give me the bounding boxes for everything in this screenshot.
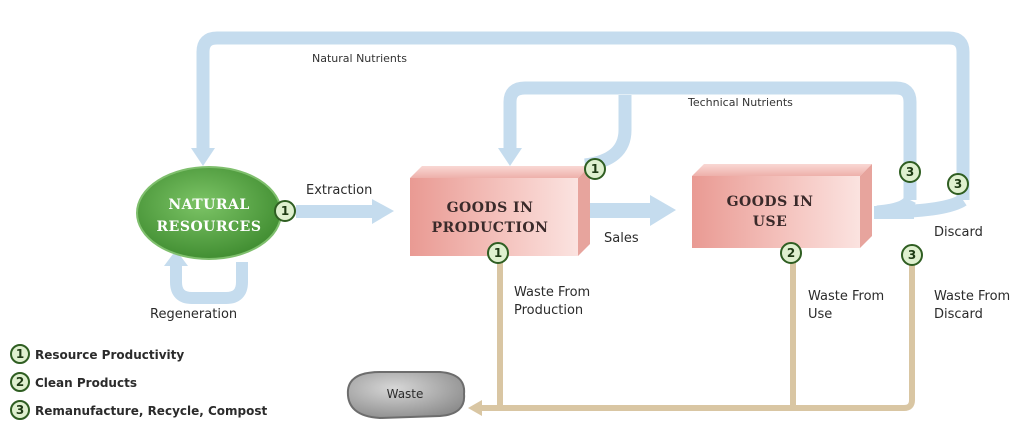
sales-arrow	[590, 195, 676, 226]
badge-production-waste-num: 1	[494, 246, 502, 260]
technical-nutrients-label: Technical Nutrients	[687, 96, 793, 109]
goods-in-production-line2: PRODUCTION	[432, 220, 549, 236]
legend-item: 2 Clean Products	[10, 372, 137, 392]
waste-from-discard-line1: Waste From	[934, 289, 1010, 304]
natural-resources-node: NATURAL RESOURCES	[136, 166, 282, 260]
badge-discard-technical: 3	[899, 161, 921, 183]
waste-node: Waste	[346, 371, 466, 420]
natural-nutrients-arrowhead	[191, 148, 215, 166]
sales-label: Sales	[604, 231, 639, 246]
natural-resources-line2: RESOURCES	[157, 219, 262, 235]
legend-num: 1	[16, 347, 24, 361]
technical-loop-arrowhead	[498, 148, 522, 166]
legend-text: Clean Products	[35, 376, 137, 390]
waste-from-production-line1: Waste From	[514, 285, 590, 300]
badge-extraction-num: 1	[281, 204, 289, 218]
badge-discard-natural: 3	[947, 173, 969, 195]
legend-num: 2	[16, 375, 24, 389]
goods-in-use-node: GOODS IN USE	[692, 164, 872, 248]
legend-text: Remanufacture, Recycle, Compost	[35, 404, 268, 418]
goods-in-use-line1: GOODS IN	[727, 194, 814, 210]
waste-flows	[468, 262, 915, 416]
natural-nutrients-label: Natural Nutrients	[312, 52, 407, 65]
goods-in-production-node: GOODS IN PRODUCTION	[410, 166, 590, 256]
regeneration-label: Regeneration	[150, 307, 237, 322]
badge-discard-natural-num: 3	[954, 177, 962, 191]
discard-label: Discard	[934, 225, 983, 240]
badge-use-waste: 2	[780, 242, 802, 264]
waste-from-use-line1: Waste From	[808, 289, 884, 304]
legend-item: 3 Remanufacture, Recycle, Compost	[10, 400, 268, 420]
legend: 1 Resource Productivity 2 Clean Products…	[10, 344, 268, 420]
badge-discard-waste-num: 3	[908, 248, 916, 262]
extraction-label: Extraction	[306, 183, 372, 198]
waste-from-discard-line2: Discard	[934, 307, 983, 322]
badge-production-waste: 1	[487, 242, 509, 264]
waste-from-use-line2: Use	[808, 307, 832, 322]
badge-technical-num: 1	[591, 162, 599, 176]
waste-from-production-line2: Production	[514, 303, 583, 318]
badge-technical: 1	[584, 158, 606, 180]
legend-item: 1 Resource Productivity	[10, 344, 184, 364]
badge-discard-technical-num: 3	[906, 165, 914, 179]
badge-use-waste-num: 2	[787, 246, 795, 260]
legend-num: 3	[16, 403, 24, 417]
discard-stub	[874, 206, 914, 219]
regeneration-loop	[164, 250, 248, 304]
waste-label: Waste	[387, 387, 424, 401]
legend-text: Resource Productivity	[35, 348, 184, 362]
natural-resources-line1: NATURAL	[168, 197, 249, 213]
goods-in-use-line2: USE	[753, 214, 788, 230]
extraction-arrow	[296, 199, 394, 224]
badge-extraction: 1	[274, 200, 296, 222]
badge-discard-waste: 3	[901, 244, 923, 266]
goods-in-production-line1: GOODS IN	[447, 200, 534, 216]
